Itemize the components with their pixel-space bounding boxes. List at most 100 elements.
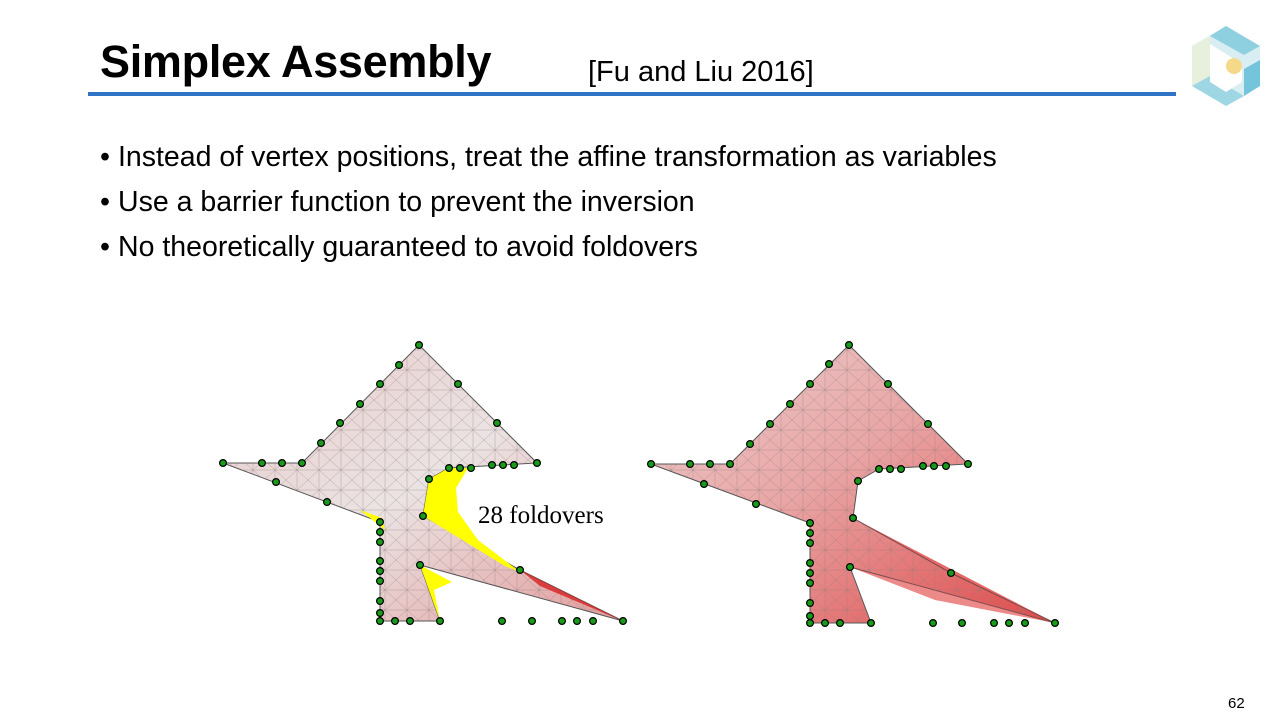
handle-point (376, 576, 385, 585)
handle-point (805, 618, 814, 627)
title-underline (88, 92, 1176, 96)
handle-point (1020, 618, 1029, 627)
handle-point (845, 562, 854, 571)
handle-point (376, 556, 385, 565)
handle-point (835, 618, 844, 627)
bullet-text: No theoretically guaranteed to avoid fol… (118, 231, 698, 263)
handle-point (298, 459, 307, 468)
handle-point (705, 460, 714, 469)
handle-point (805, 558, 814, 567)
handle-point (588, 616, 597, 625)
handle-point (532, 459, 541, 468)
handle-point (853, 477, 862, 486)
bullet-text: Use a barrier function to prevent the in… (118, 186, 695, 218)
handle-point (419, 511, 428, 520)
bullet-list: •Instead of vertex positions, treat the … (100, 138, 997, 273)
handle-point (785, 400, 794, 409)
slide-title: Simplex Assembly (100, 36, 492, 87)
handle-point (618, 616, 627, 625)
handle-point (805, 380, 814, 389)
right-mesh-figure (646, 341, 1059, 627)
handle-point (929, 462, 938, 471)
handle-point (395, 361, 404, 370)
handle-point (376, 596, 385, 605)
handle-point (989, 618, 998, 627)
handle-point (805, 528, 814, 537)
handle-point (454, 380, 463, 389)
handle-point (499, 461, 508, 470)
handle-point (751, 500, 760, 509)
handle-point (928, 618, 937, 627)
bullet-item: •Instead of vertex positions, treat the … (100, 138, 997, 183)
handle-point (557, 616, 566, 625)
right-handles (646, 341, 1059, 627)
handle-point (1050, 618, 1059, 627)
handle-point (866, 618, 875, 627)
handle-point (376, 517, 385, 526)
handle-point (874, 465, 883, 474)
citation: [Fu and Liu 2016] (588, 56, 814, 88)
handle-point (963, 460, 972, 469)
bullet-glyph: • (100, 231, 110, 263)
handle-point (436, 616, 445, 625)
handle-point (820, 618, 829, 627)
handle-point (376, 608, 385, 617)
handle-point (1004, 618, 1013, 627)
bullet-text: Instead of vertex positions, treat the a… (118, 141, 997, 173)
handle-point (406, 616, 415, 625)
handle-point (699, 480, 708, 489)
handle-point (356, 400, 365, 409)
handle-point (765, 420, 774, 429)
handle-point (844, 341, 853, 350)
foldover-region (420, 565, 452, 621)
handle-point (219, 459, 228, 468)
handle-point (258, 459, 267, 468)
handle-point (848, 513, 857, 522)
bullet-item: •No theoretically guaranteed to avoid fo… (100, 228, 997, 273)
handle-point (467, 464, 476, 473)
handle-point (805, 611, 814, 620)
handle-point (896, 465, 905, 474)
handle-point (493, 419, 502, 428)
handle-point (510, 461, 519, 470)
handle-point (805, 568, 814, 577)
bullet-glyph: • (100, 141, 110, 173)
handle-point (515, 565, 524, 574)
handle-point (646, 460, 655, 469)
handle-point (391, 616, 400, 625)
handle-point (317, 439, 326, 448)
handle-point (883, 380, 892, 389)
handle-point (805, 598, 814, 607)
handle-point (725, 460, 734, 469)
handle-point (923, 420, 932, 429)
handle-point (498, 616, 507, 625)
handle-point (745, 440, 754, 449)
handle-point (336, 419, 345, 428)
handle-point (824, 360, 833, 369)
page-number: 62 (1228, 695, 1245, 712)
handle-point (416, 560, 425, 569)
handle-point (323, 498, 332, 507)
bullet-glyph: • (100, 186, 110, 218)
handle-point (946, 568, 955, 577)
handle-point (805, 538, 814, 547)
handle-point (376, 566, 385, 575)
foldover-count-label: 28 foldovers (478, 502, 604, 529)
handle-point (376, 616, 385, 625)
bullet-item: •Use a barrier function to prevent the i… (100, 183, 997, 228)
handle-point (805, 578, 814, 587)
handle-point (278, 459, 287, 468)
handle-point (805, 518, 814, 527)
handle-point (456, 464, 465, 473)
handle-point (488, 461, 497, 470)
handle-point (918, 462, 927, 471)
handle-point (376, 537, 385, 546)
handle-point (527, 616, 536, 625)
handle-point (445, 464, 454, 473)
handle-point (376, 527, 385, 536)
foldover-region (423, 468, 520, 572)
logo-icon (1192, 26, 1260, 106)
handle-point (376, 380, 385, 389)
handle-point (957, 618, 966, 627)
